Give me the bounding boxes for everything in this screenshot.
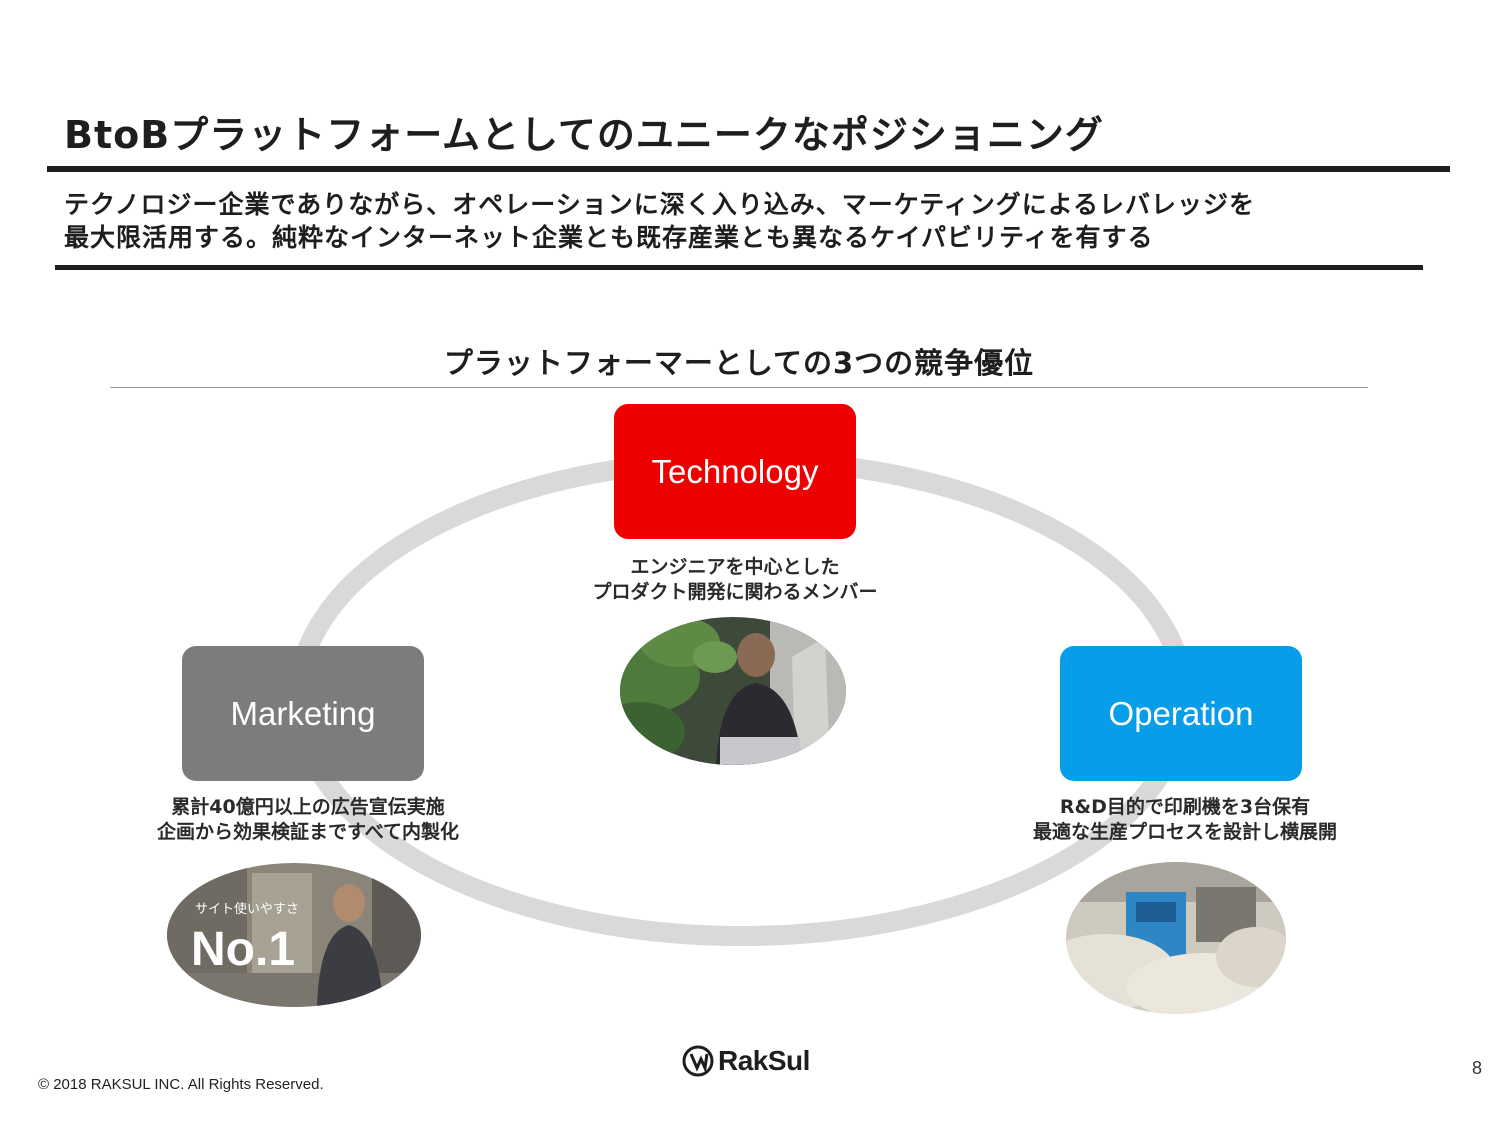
technology-label: Technology bbox=[651, 452, 819, 490]
page-number: 8 bbox=[1472, 1058, 1483, 1078]
subtitle-line-2: 最大限活用する。純粋なインターネット企業とも既存産業とも異なるケイパビリティを有… bbox=[64, 223, 1154, 252]
technology-desc-line-1: エンジニアを中心とした bbox=[630, 556, 840, 578]
marketing-description: 累計40億円以上の広告宣伝実施 企画から効果検証まですべて内製化 bbox=[108, 795, 508, 845]
technology-description: エンジニアを中心とした プロダクト開発に関わるメンバー bbox=[535, 555, 935, 605]
slide-title: BtoBプラットフォームとしてのユニークなポジショニング bbox=[64, 113, 1104, 157]
raksul-logo-icon bbox=[682, 1045, 714, 1077]
marketing-label: Marketing bbox=[230, 694, 376, 732]
section-heading: プラットフォーマーとしての3つの競争優位 bbox=[443, 346, 1035, 380]
title-divider bbox=[47, 166, 1450, 172]
marketing-photo-caption: サイト使いやすさ bbox=[195, 901, 299, 916]
marketing-desc-line-2: 企画から効果検証まですべて内製化 bbox=[157, 821, 459, 843]
copyright-text: © 2018 RAKSUL INC. All Rights Reserved. bbox=[38, 1076, 324, 1093]
marketing-desc-line-1: 累計40億円以上の広告宣伝実施 bbox=[171, 796, 445, 818]
raksul-logo-text: RakSul bbox=[718, 1045, 810, 1076]
marketing-photo-no1: No.1 bbox=[191, 923, 295, 976]
technology-box: Technology bbox=[614, 404, 856, 539]
section-divider bbox=[110, 387, 1368, 388]
technology-desc-line-2: プロダクト開発に関わるメンバー bbox=[592, 581, 878, 603]
operation-desc-line-1: R&D目的で印刷機を3台保有 bbox=[1059, 796, 1311, 818]
operation-box: Operation bbox=[1060, 646, 1302, 781]
operation-label: Operation bbox=[1108, 694, 1254, 732]
slide-subtitle: テクノロジー企業でありながら、オペレーションに深く入り込み、マーケティングによる… bbox=[64, 188, 1255, 254]
marketing-photo: サイト使いやすさ No.1 bbox=[167, 863, 421, 1007]
operation-desc-line-2: 最適な生産プロセスを設計し横展開 bbox=[1032, 821, 1337, 843]
raksul-logo: RakSul bbox=[682, 1045, 810, 1077]
operation-description: R&D目的で印刷機を3台保有 最適な生産プロセスを設計し横展開 bbox=[970, 795, 1400, 845]
subtitle-line-1: テクノロジー企業でありながら、オペレーションに深く入り込み、マーケティングによる… bbox=[64, 190, 1256, 219]
subtitle-divider bbox=[55, 265, 1423, 270]
technology-photo bbox=[620, 617, 846, 765]
marketing-box: Marketing bbox=[182, 646, 424, 781]
operation-photo bbox=[1066, 862, 1286, 1014]
